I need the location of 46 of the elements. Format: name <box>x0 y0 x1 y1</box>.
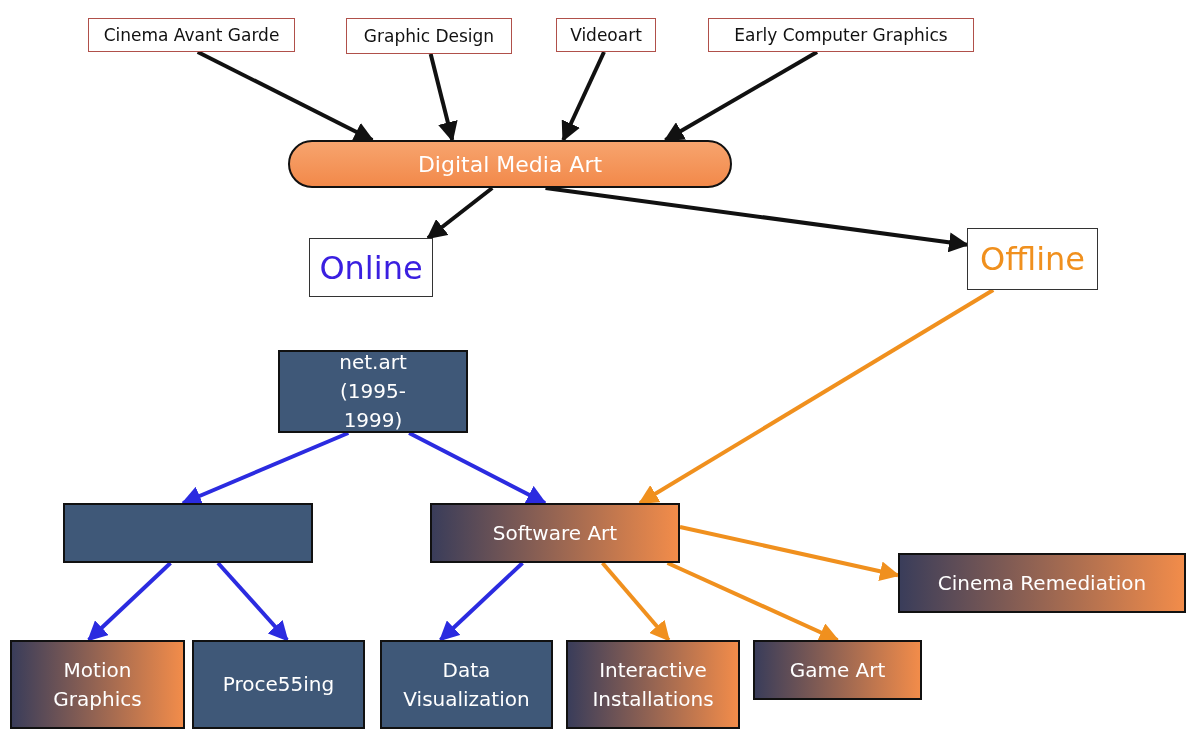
node-label: net.art (1995-1999) <box>338 349 408 434</box>
arrow <box>408 431 547 505</box>
category-box <box>753 640 922 700</box>
arrow <box>426 186 494 240</box>
arrow <box>196 50 375 142</box>
category-box <box>556 18 656 52</box>
category-box <box>278 350 468 433</box>
arrow <box>545 186 969 253</box>
category-box <box>63 503 313 563</box>
node-label: Offline <box>980 240 1085 278</box>
arrow <box>601 561 671 642</box>
category-box <box>380 640 553 729</box>
label-box <box>967 228 1098 290</box>
node-label: Motion Graphics <box>52 656 143 713</box>
category-pill <box>288 140 732 188</box>
node-label: Proce55ing <box>222 671 335 698</box>
node-label: Data Visualization <box>402 656 531 713</box>
label-box <box>309 238 433 297</box>
arrow <box>666 561 840 642</box>
category-box <box>192 640 365 729</box>
arrow <box>561 51 606 142</box>
arrow <box>439 561 524 642</box>
arrow <box>428 53 458 142</box>
category-box <box>898 553 1186 613</box>
category-box <box>430 503 680 563</box>
node-label: Interactive Installations <box>591 656 715 713</box>
arrow <box>638 288 995 505</box>
category-box <box>88 18 295 52</box>
node-label: Software Art <box>492 519 618 547</box>
node-label: Game Art <box>789 656 886 684</box>
node-label: Videoart <box>570 25 642 45</box>
arrow <box>216 561 289 642</box>
arrow <box>679 525 900 582</box>
arrow <box>181 431 350 506</box>
node-label: Online <box>319 248 423 287</box>
node-label: Early Computer Graphics <box>734 25 948 45</box>
arrow <box>87 561 172 642</box>
node-label: Digital Media Art <box>417 151 603 177</box>
category-box <box>566 640 740 729</box>
category-box <box>346 18 512 54</box>
arrow <box>663 50 819 142</box>
node-label: Graphic Design <box>363 26 495 46</box>
category-box <box>10 640 185 729</box>
node-label: Cinema Avant Garde <box>103 25 280 45</box>
category-box <box>708 18 974 52</box>
node-label: Cinema Remediation <box>937 569 1147 597</box>
